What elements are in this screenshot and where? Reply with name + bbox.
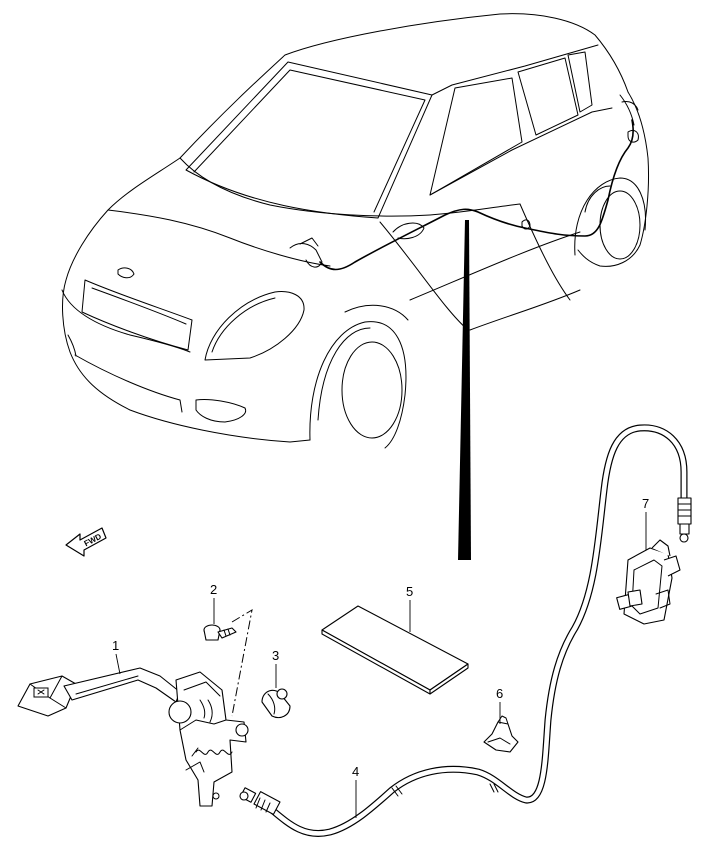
- callout-7: 7: [642, 496, 649, 550]
- part-2-dashed-leader: [231, 608, 253, 717]
- part-2-screw: [203, 624, 237, 641]
- callout-label-1: 1: [112, 638, 119, 653]
- callout-label-2: 2: [210, 582, 217, 597]
- callout-2: 2: [210, 582, 217, 624]
- callout-label-4: 4: [352, 764, 359, 779]
- callout-6: 6: [496, 686, 503, 724]
- part-4-release-cable: [239, 424, 692, 837]
- callout-label-7: 7: [642, 496, 649, 511]
- callout-4: 4: [352, 764, 359, 818]
- callout-3: 3: [272, 648, 279, 688]
- part-7-hood-latch: [616, 539, 681, 625]
- callout-label-6: 6: [496, 686, 503, 701]
- cable-route-on-car: [289, 119, 639, 271]
- part-1-hood-release-lever: [17, 667, 249, 807]
- callout-1: 1: [112, 638, 121, 675]
- car-illustration: [61, 13, 650, 449]
- part-6-clamp: [483, 715, 519, 753]
- part-5-pad: [321, 605, 469, 695]
- pointer-wedge: [458, 220, 471, 560]
- callout-5: 5: [406, 584, 413, 632]
- callout-label-3: 3: [272, 648, 279, 663]
- fwd-arrow-icon: FWD: [65, 527, 107, 557]
- callout-label-5: 5: [406, 584, 413, 599]
- part-3-grommet: [261, 688, 291, 719]
